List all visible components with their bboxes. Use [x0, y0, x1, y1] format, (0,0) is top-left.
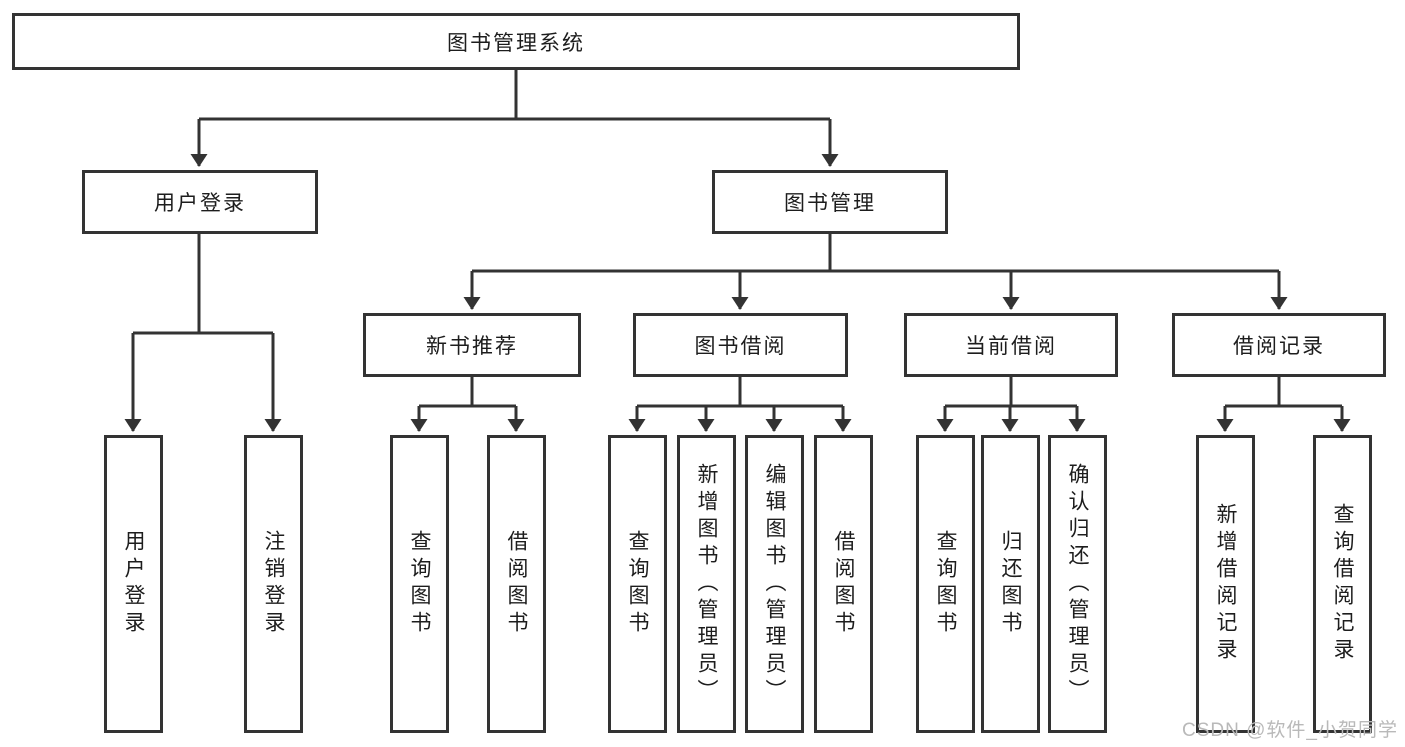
- leaf-label: 注销登录: [262, 530, 285, 638]
- leaf-label: 用户登录: [122, 530, 145, 638]
- leaf-label: 查询图书: [934, 530, 957, 638]
- node-label: 图书管理系统: [447, 31, 585, 55]
- leaf-query-borrow-record: 查询借阅记录: [1313, 435, 1372, 733]
- node-new-book-recommend: 新书推荐: [363, 313, 581, 377]
- node-borrowing-records: 借阅记录: [1172, 313, 1386, 377]
- leaf-label: 确认归还（管理员）: [1066, 462, 1089, 706]
- node-system-root: 图书管理系统: [12, 13, 1020, 70]
- leaf-label: 新增图书（管理员）: [695, 462, 718, 706]
- leaf-return-books: 归还图书: [981, 435, 1040, 733]
- node-current-borrowing: 当前借阅: [904, 313, 1118, 377]
- leaf-logout: 注销登录: [244, 435, 303, 733]
- node-label: 图书借阅: [694, 335, 787, 358]
- leaf-confirm-return-admin: 确认归还（管理员）: [1048, 435, 1107, 733]
- leaf-label: 查询借阅记录: [1331, 503, 1354, 665]
- node-book-management: 图书管理: [712, 170, 948, 234]
- node-book-borrowing: 图书借阅: [633, 313, 848, 377]
- csdn-watermark: CSDN @软件_小贺同学: [1182, 720, 1398, 741]
- node-label: 当前借阅: [965, 335, 1057, 358]
- node-label: 借阅记录: [1233, 335, 1325, 358]
- leaf-query-books-current: 查询图书: [916, 435, 975, 733]
- leaf-user-login: 用户登录: [104, 435, 163, 733]
- leaf-label: 查询图书: [626, 530, 649, 638]
- leaf-add-borrow-record: 新增借阅记录: [1196, 435, 1255, 733]
- leaf-add-books-admin: 新增图书（管理员）: [677, 435, 736, 733]
- node-user-login: 用户登录: [82, 170, 318, 234]
- leaf-borrow-books-recommend: 借阅图书: [487, 435, 546, 733]
- leaf-label: 查询图书: [408, 530, 431, 638]
- leaf-label: 归还图书: [999, 530, 1022, 638]
- leaf-query-books-borrow: 查询图书: [608, 435, 667, 733]
- node-label: 用户登录: [154, 192, 246, 215]
- leaf-query-books-recommend: 查询图书: [390, 435, 449, 733]
- leaf-label: 编辑图书（管理员）: [763, 462, 786, 706]
- leaf-label: 借阅图书: [505, 530, 528, 638]
- leaf-edit-books-admin: 编辑图书（管理员）: [745, 435, 804, 733]
- node-label: 图书管理: [784, 192, 876, 215]
- leaf-label: 借阅图书: [832, 530, 855, 638]
- leaf-borrow-books: 借阅图书: [814, 435, 873, 733]
- node-label: 新书推荐: [426, 335, 518, 358]
- leaf-label: 新增借阅记录: [1214, 503, 1237, 665]
